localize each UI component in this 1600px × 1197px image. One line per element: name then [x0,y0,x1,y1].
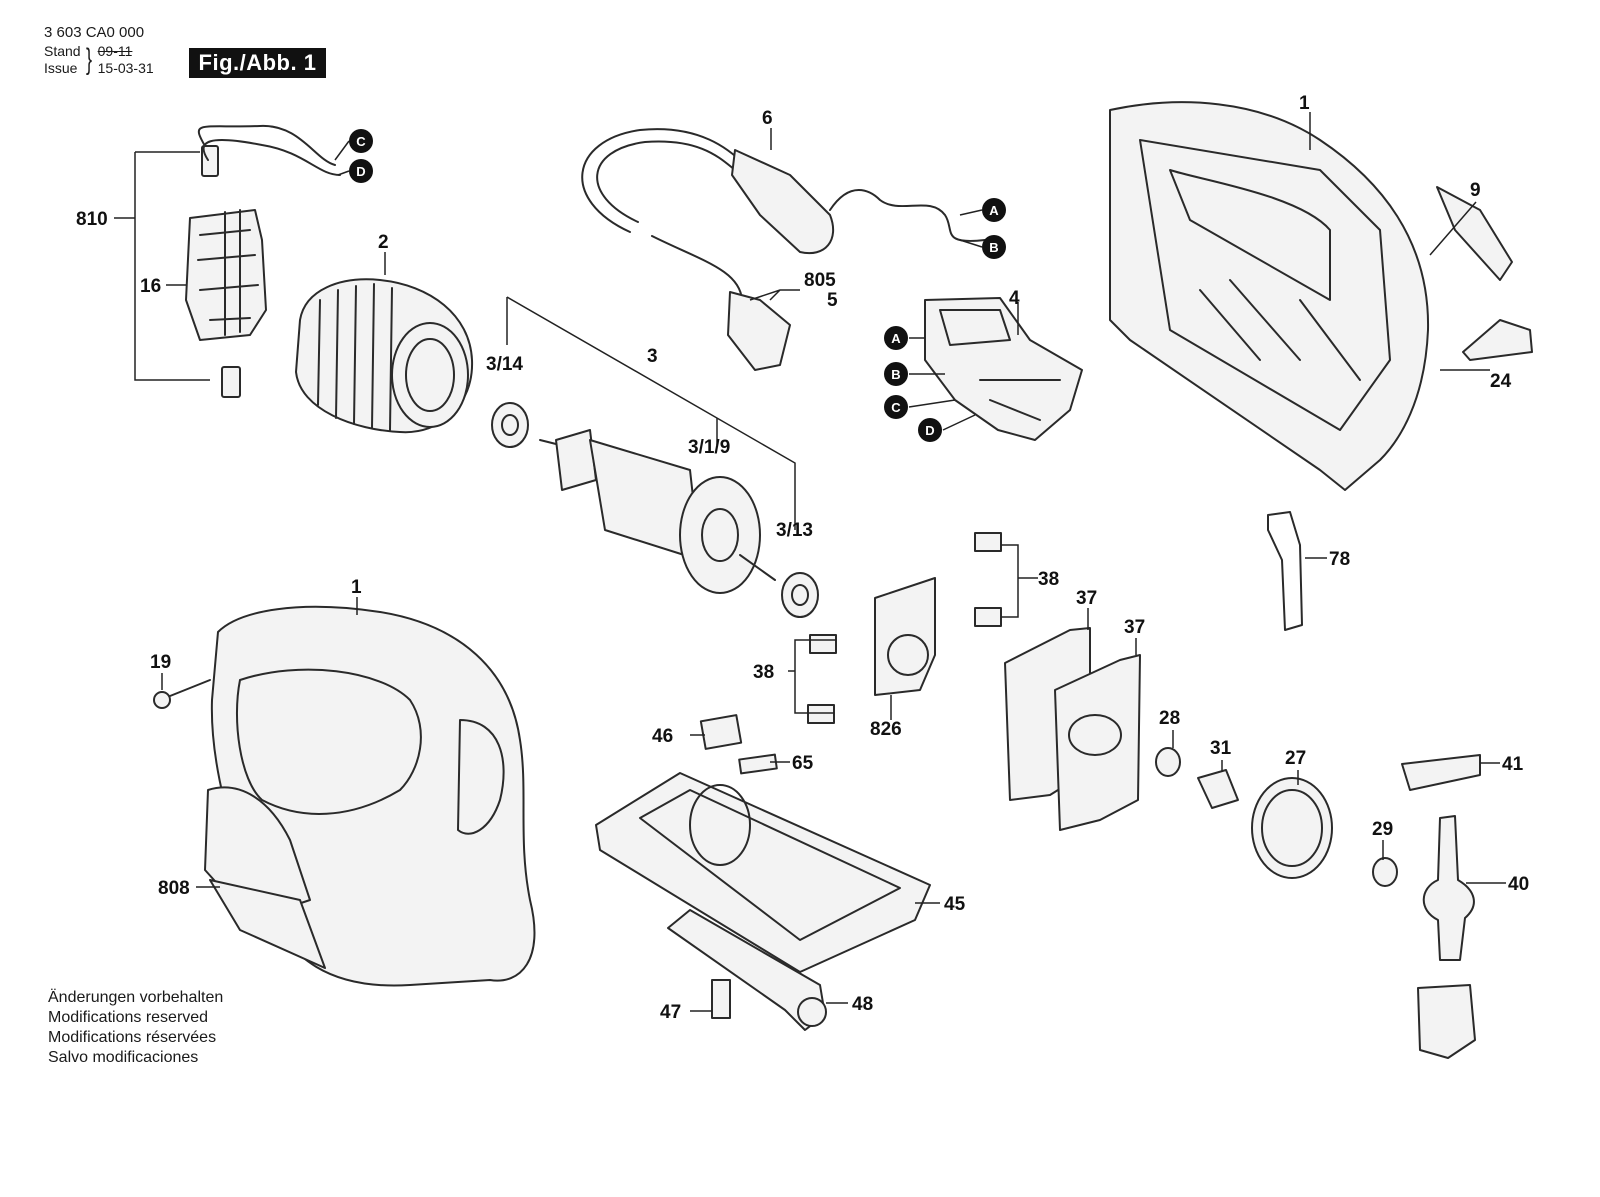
callout-810: 810 [76,209,108,230]
note-french: Modifications réservées [48,1029,217,1046]
callout-labels: 1 6 9 810 2 16 805 5 4 24 3 3/14 3/1/9 3… [76,93,1529,1023]
connector-c-top: C [349,129,373,153]
stand-issue-block: Stand Issue } 09-11 15-03-31 [44,43,154,77]
callout-1-bottom: 1 [351,577,362,598]
guide-roller-drawing [153,679,827,1031]
callout-40: 40 [1508,874,1529,895]
callout-27: 27 [1285,748,1306,769]
leader-lines [114,112,1506,1012]
svg-text:A: A [989,203,999,218]
callout-31: 31 [1210,738,1232,759]
callout-4: 4 [1009,288,1020,309]
callout-48: 48 [852,994,873,1015]
callout-3-13: 3/13 [776,520,813,541]
callout-3-14: 3/14 [486,354,523,375]
outer-housing-drawing [204,605,536,987]
svg-text:A: A [891,331,901,346]
callout-3: 3 [647,346,658,367]
document-header: 3 603 CA0 000 Stand Issue } 09-11 15-03-… [44,24,154,77]
stand-date: 09-11 [97,43,133,59]
gear-train-drawing [1155,747,1398,887]
callout-28: 28 [1159,708,1180,729]
blade-clamp-drawing [1436,186,1533,361]
callout-38-left: 38 [753,662,774,683]
callout-16: 16 [140,276,161,297]
base-plate-drawing [595,714,931,973]
callout-37-a: 37 [1076,588,1097,609]
issue-date: 15-03-31 [97,60,154,76]
brace-glyph: } [85,43,92,76]
callout-65: 65 [792,753,814,774]
callout-805: 805 [804,270,836,291]
callout-45: 45 [944,894,966,915]
stand-label: Stand [44,43,81,59]
connector-d-top: D [349,159,373,183]
callout-5: 5 [827,290,838,311]
callout-826: 826 [870,719,902,740]
connector-b-switch: B [884,362,908,386]
callout-9: 9 [1470,180,1481,201]
figure-label: Fig./Abb. 1 [189,48,326,78]
plates-drawing [807,532,1141,831]
callout-6: 6 [762,108,773,129]
callout-808: 808 [158,878,190,899]
note-english: Modifications reserved [48,1009,209,1026]
power-cord-drawing [581,128,986,371]
switch-drawing [924,297,1083,441]
note-spanish: Salvo modificaciones [48,1049,199,1066]
lever-drawing [1401,754,1481,1059]
callout-78: 78 [1329,549,1350,570]
svg-text:B: B [891,367,900,382]
callout-47: 47 [660,1002,681,1023]
connector-markers: C D A B A B C D [334,129,1006,442]
callout-1-top: 1 [1299,93,1310,114]
callout-38-right: 38 [1038,569,1059,590]
part-number: 3 603 CA0 000 [44,24,145,41]
field-winding-drawing [295,278,474,434]
connector-a-switch: A [884,326,908,350]
disclaimer-notes: Änderungen vorbehalten Modifications res… [48,988,223,1068]
callout-41: 41 [1502,754,1524,775]
connector-a-cord: A [982,198,1006,222]
note-german: Änderungen vorbehalten [48,989,224,1006]
svg-text:D: D [356,164,365,179]
callout-29: 29 [1372,819,1393,840]
armature-drawing [491,402,819,618]
svg-text:C: C [356,134,366,149]
connector-d-switch: D [918,418,942,442]
svg-text:B: B [989,240,998,255]
svg-text:D: D [925,423,934,438]
issue-label: Issue [44,60,78,76]
callout-24: 24 [1490,371,1512,392]
spring-drawing [1267,511,1303,631]
callout-37-b: 37 [1124,617,1145,638]
callout-19: 19 [150,652,171,673]
housing-half-drawing [1109,101,1430,491]
svg-text:C: C [891,400,901,415]
armature-bracket-lines [506,296,796,530]
connector-c-switch: C [884,395,908,419]
callout-46: 46 [652,726,673,747]
brush-holder-drawing [185,124,341,398]
connector-b-cord: B [982,235,1006,259]
callout-3-1-9: 3/1/9 [688,437,730,458]
callout-2: 2 [378,232,389,253]
